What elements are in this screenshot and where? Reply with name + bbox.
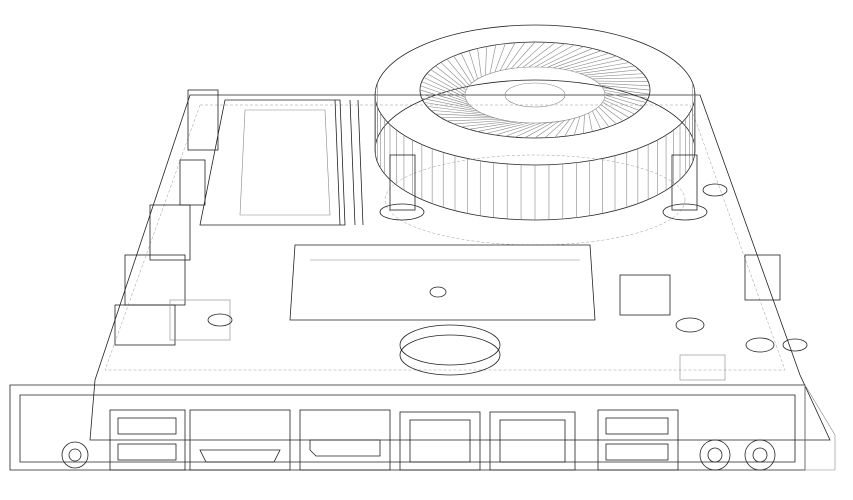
fan-blade bbox=[534, 44, 575, 68]
io-ports bbox=[61, 409, 776, 471]
fan-blade bbox=[598, 82, 650, 87]
fan-blade bbox=[453, 55, 472, 84]
capacitors bbox=[207, 183, 808, 381]
fan-blade bbox=[592, 77, 647, 80]
fan-blade bbox=[423, 77, 466, 98]
fan-blade bbox=[421, 97, 475, 110]
fan-blade bbox=[514, 122, 548, 138]
fan-blade bbox=[604, 94, 644, 107]
board-outline bbox=[89, 94, 831, 441]
memory-slot bbox=[199, 99, 364, 226]
fan-blade bbox=[468, 121, 517, 130]
fan-blade bbox=[554, 119, 571, 138]
fan-blade bbox=[430, 69, 466, 93]
fan-blade bbox=[588, 112, 593, 132]
fan-blade bbox=[421, 81, 467, 101]
fan-blade bbox=[516, 41, 546, 69]
fan-blade bbox=[419, 89, 470, 105]
fan-blade bbox=[602, 87, 650, 95]
fan-blade bbox=[477, 122, 523, 132]
fan-blade bbox=[534, 121, 560, 139]
fan-blade bbox=[544, 120, 565, 139]
fan-blade bbox=[420, 85, 468, 103]
fan-blade bbox=[558, 52, 610, 69]
fan-blade bbox=[477, 48, 482, 78]
fan-blade bbox=[446, 118, 501, 122]
cpu-cooler-fan bbox=[374, 24, 696, 246]
fan-blade bbox=[600, 85, 651, 91]
fan-blade bbox=[426, 73, 466, 96]
fan-blade bbox=[595, 108, 610, 127]
fan-blade bbox=[600, 104, 624, 122]
fan-blade bbox=[485, 46, 487, 76]
fan-blade bbox=[603, 99, 635, 115]
fan-blade bbox=[553, 50, 602, 69]
fan-blade bbox=[564, 55, 617, 70]
fan-blade bbox=[468, 50, 478, 80]
fan-blade bbox=[528, 43, 566, 68]
fan-blade bbox=[564, 117, 576, 137]
fan-blade bbox=[423, 102, 478, 112]
fan-blade bbox=[440, 62, 468, 88]
fan-blade bbox=[547, 48, 593, 68]
fan-blade bbox=[505, 42, 526, 70]
fan-blade bbox=[575, 62, 630, 73]
fan-blade bbox=[494, 43, 506, 73]
fan-blade bbox=[522, 42, 556, 68]
fan-blade bbox=[604, 92, 647, 103]
fan-blade bbox=[426, 106, 482, 114]
fan-blade bbox=[540, 46, 584, 68]
fan-blade bbox=[584, 69, 640, 76]
fan-blade bbox=[603, 89, 649, 99]
fan-blade bbox=[588, 73, 644, 78]
fan-blade bbox=[460, 53, 475, 82]
fan-blade bbox=[573, 116, 581, 136]
fan-blade bbox=[446, 58, 470, 86]
fan-blade bbox=[435, 113, 491, 117]
fan-blade bbox=[604, 97, 640, 111]
fan-blade bbox=[499, 42, 516, 71]
fan-blade bbox=[420, 93, 472, 108]
fan-blade bbox=[592, 110, 602, 130]
fan-blade bbox=[510, 41, 536, 69]
fan-blade bbox=[435, 65, 467, 91]
m2-slot bbox=[289, 244, 596, 321]
cooler-screws bbox=[379, 154, 708, 221]
cmos-battery bbox=[399, 286, 501, 376]
fan-blade bbox=[505, 122, 542, 137]
fan-blade bbox=[460, 121, 512, 128]
fan-blade bbox=[579, 65, 635, 74]
fan-blade bbox=[569, 58, 624, 72]
left-headers bbox=[114, 89, 231, 346]
fan-blade bbox=[524, 121, 554, 139]
fan-blade bbox=[598, 106, 617, 125]
fan-blade bbox=[430, 109, 486, 116]
fan-blade bbox=[595, 80, 649, 83]
fan-blade bbox=[453, 120, 506, 125]
fan-blade bbox=[602, 101, 630, 118]
io-shield bbox=[9, 383, 836, 471]
fan-blade bbox=[495, 122, 536, 136]
fan-blade bbox=[489, 44, 497, 74]
fan-blade bbox=[583, 114, 585, 134]
fan-blade bbox=[486, 122, 529, 134]
